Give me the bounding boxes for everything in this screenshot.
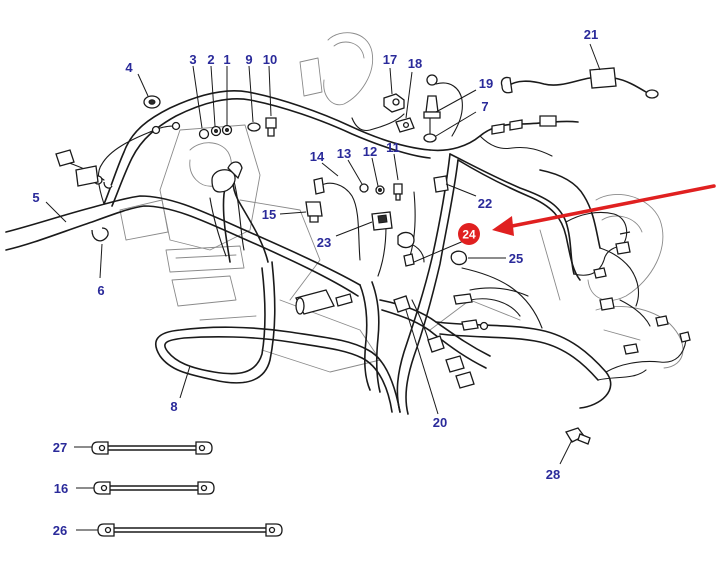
leader-lines xyxy=(45,43,601,531)
callout-24: 24 xyxy=(462,228,476,242)
harness-wires xyxy=(5,77,687,415)
part-sensor-15 xyxy=(305,201,323,223)
part-battery-cable-26 xyxy=(97,523,283,537)
part-right-terminals xyxy=(453,115,691,355)
callout-16: 16 xyxy=(54,481,68,496)
part-clip-6 xyxy=(91,227,109,242)
part-battery-cable-16 xyxy=(93,481,215,495)
part-nuts-1-3 xyxy=(198,124,233,140)
callout-6: 6 xyxy=(97,283,104,298)
part-battery-cable-27 xyxy=(91,441,213,455)
callout-7: 7 xyxy=(481,99,488,114)
parts xyxy=(55,67,691,537)
part-ring-7 xyxy=(423,133,437,143)
highlight-arrow xyxy=(492,184,716,236)
part-bolt-9-10 xyxy=(247,117,277,137)
part-fasteners-11-14 xyxy=(313,177,403,201)
part-top-left-sockets xyxy=(75,161,243,193)
callout-26: 26 xyxy=(53,523,67,538)
callout-14: 14 xyxy=(310,149,325,164)
part-fuse-cable-21 xyxy=(500,67,659,99)
callout-3: 3 xyxy=(189,52,196,67)
callout-9: 9 xyxy=(245,52,252,67)
callout-22: 22 xyxy=(478,196,492,211)
part-relay-22 xyxy=(433,175,449,193)
callout-1: 1 xyxy=(223,52,230,67)
engine-outline xyxy=(119,32,684,373)
part-switch-19 xyxy=(423,74,441,119)
callout-15: 15 xyxy=(262,207,276,222)
callout-13: 13 xyxy=(337,146,351,161)
callout-8: 8 xyxy=(170,399,177,414)
callout-25: 25 xyxy=(509,251,523,266)
part-sensor-28 xyxy=(565,427,591,445)
callout-12: 12 xyxy=(363,144,377,159)
callout-17: 17 xyxy=(383,52,397,67)
callout-18: 18 xyxy=(408,56,422,71)
callout-2: 2 xyxy=(207,52,214,67)
part-sensor-17 xyxy=(383,93,405,113)
callout-27: 27 xyxy=(53,440,67,455)
callout-24-badge xyxy=(458,223,480,245)
part-terminal-25 xyxy=(450,250,468,266)
part-left-connectors xyxy=(55,121,181,189)
callout-20: 20 xyxy=(433,415,447,430)
callout-23: 23 xyxy=(317,235,331,250)
part-motor xyxy=(295,289,353,315)
part-relay-23 xyxy=(371,211,393,231)
callout-11: 11 xyxy=(386,140,400,155)
part-connectors-20 xyxy=(393,295,475,389)
callout-21: 21 xyxy=(584,27,598,42)
callout-19: 19 xyxy=(479,76,493,91)
callout-5: 5 xyxy=(32,190,39,205)
part-terminal-18 xyxy=(395,117,415,133)
callout-28: 28 xyxy=(546,467,560,482)
part-grommet-4 xyxy=(143,95,161,109)
callout-4: 4 xyxy=(125,60,133,75)
callout-labels: 1 2 3 4 5 6 7 8 9 10 11 12 13 14 15 16 1… xyxy=(32,27,598,538)
part-connector-24 xyxy=(397,231,415,267)
callout-10: 10 xyxy=(263,52,277,67)
